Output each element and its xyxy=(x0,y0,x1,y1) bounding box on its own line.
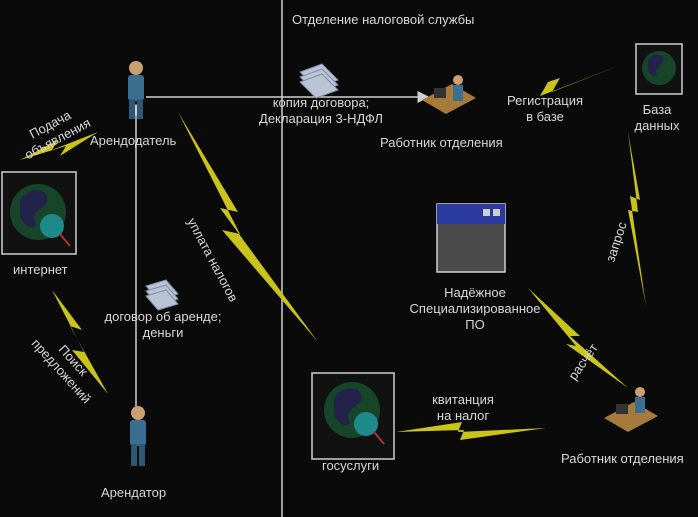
bolt-receipt xyxy=(396,422,546,440)
database-label: База данных xyxy=(632,102,682,134)
register-label: Регистрация в базе xyxy=(498,93,592,125)
documents-label: копия договора; Декларация 3-НДФЛ xyxy=(250,95,392,127)
lightning-bolts xyxy=(20,66,646,440)
contract-label-line2: деньги xyxy=(142,325,184,340)
software-label-line3: ПО xyxy=(465,317,485,332)
database-label-line2: данных xyxy=(634,118,680,133)
receipt-label-line2: на налог xyxy=(436,408,490,423)
software-window-icon xyxy=(436,203,506,273)
clerk-top-label: Работник отделения xyxy=(380,135,503,150)
bolt-ads xyxy=(20,132,98,160)
landlord-person-icon xyxy=(128,61,144,119)
tenant-label: Арендатор xyxy=(101,485,167,500)
gosuslugi-globe-icon xyxy=(311,372,395,460)
receipt-label: квитанция на налог xyxy=(418,392,508,424)
software-label-line1: Надёжное xyxy=(444,285,506,300)
gosuslugi-label: госуслуги xyxy=(322,458,380,473)
declaration-documents-icon xyxy=(299,63,339,99)
contract-documents-icon xyxy=(145,279,179,311)
database-globe-icon xyxy=(635,43,683,95)
register-label-line1: Регистрация xyxy=(507,93,583,108)
internet-label: интернет xyxy=(13,262,68,277)
tax-office-title: Отделение налоговой службы xyxy=(292,12,475,27)
bolt-calc xyxy=(528,288,628,388)
documents-label-line2: Декларация 3-НДФЛ xyxy=(259,111,383,126)
clerk-bottom-workstation-icon xyxy=(604,387,658,432)
register-label-line2: в базе xyxy=(526,109,564,124)
clerk-top-workstation-icon xyxy=(422,75,476,114)
landlord-label: Арендодатель xyxy=(90,133,177,148)
contract-label: договор об аренде; деньги xyxy=(93,309,233,341)
bolt-register xyxy=(482,66,618,104)
clerk-bottom-label: Работник отделения xyxy=(561,451,684,466)
bolt-query xyxy=(628,132,646,306)
receipt-label-line1: квитанция xyxy=(432,392,494,407)
software-label: Надёжное Специализированное ПО xyxy=(400,285,550,333)
documents-label-line1: копия договора; xyxy=(272,95,370,110)
database-label-line1: База xyxy=(642,102,672,117)
internet-globe-icon xyxy=(1,171,77,255)
contract-label-line1: договор об аренде; xyxy=(104,309,222,324)
software-label-line2: Специализированное xyxy=(409,301,541,316)
tenant-person-icon xyxy=(130,406,146,466)
bolt-search xyxy=(52,290,108,394)
